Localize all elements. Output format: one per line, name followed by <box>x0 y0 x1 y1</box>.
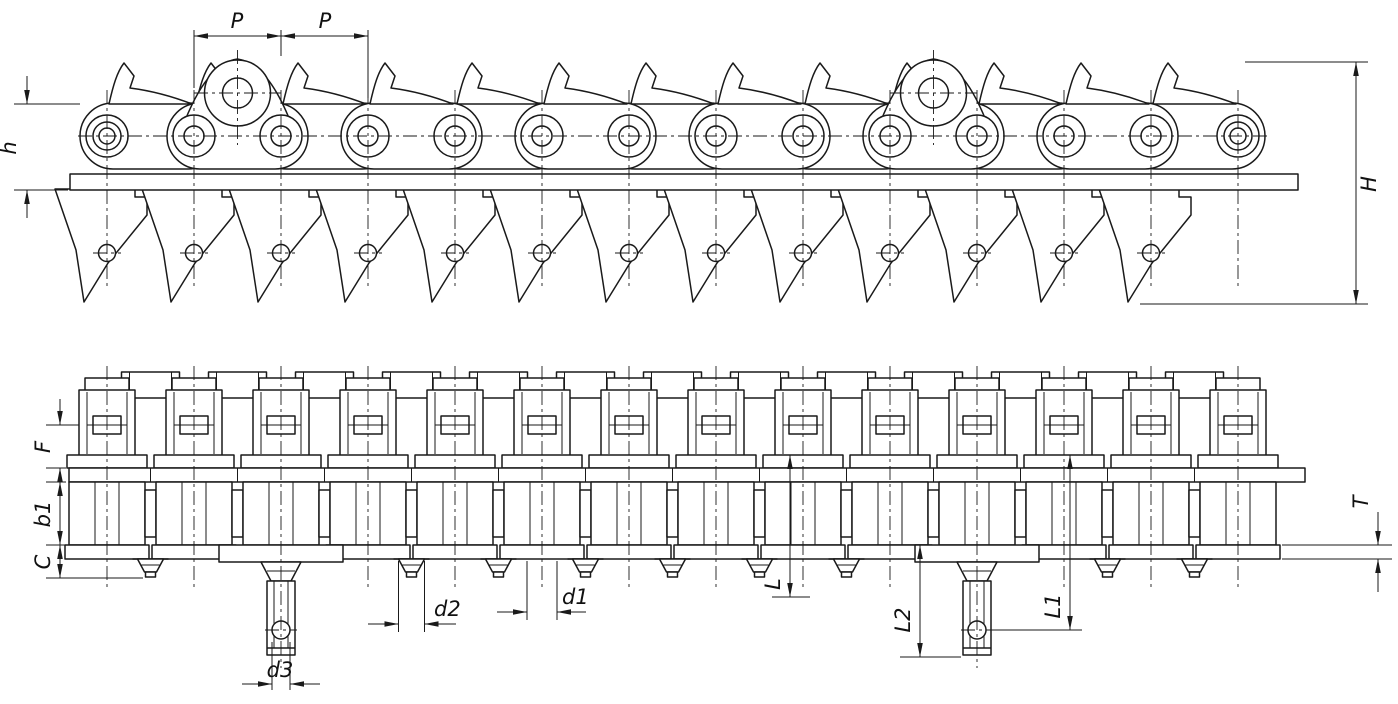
dim-overall-height: H <box>1140 61 1381 305</box>
dim-d1: d1 <box>497 561 589 620</box>
dim-label-pitch-1: P <box>231 9 244 33</box>
dim-label-T: T <box>1349 493 1373 508</box>
dim-label-F: F <box>31 440 55 453</box>
dim-d3: d3 <box>242 642 320 690</box>
dim-label-b1: b1 <box>31 501 55 528</box>
countersunk-screw <box>479 558 518 578</box>
scraper-tooth <box>402 188 496 303</box>
centerlines-side <box>78 90 1268 288</box>
centerlines-plan <box>106 366 1239 668</box>
scraper-tooth <box>1098 188 1192 303</box>
dim-d2: d2 <box>368 561 461 632</box>
dim-label-overall-height: H <box>1357 176 1381 192</box>
countersunk-screw <box>1088 558 1127 578</box>
countersunk-screw <box>653 558 692 578</box>
dim-label-d2: d2 <box>434 597 461 621</box>
scraper-tooth <box>315 188 409 303</box>
dim-C: C <box>31 545 143 579</box>
scraper-tooth <box>141 188 235 303</box>
countersunk-screw <box>566 558 605 578</box>
chain-link-underside <box>851 481 940 546</box>
chain-link-underside <box>677 481 766 546</box>
chain-link-underside <box>68 481 157 546</box>
dim-L2: L2 <box>891 545 961 658</box>
slat-joints <box>150 468 1195 482</box>
scraper-tooth <box>576 188 670 303</box>
slat-edge <box>68 467 1306 483</box>
chain-link-underside <box>764 481 853 546</box>
chain-link-underside <box>155 481 244 546</box>
scraper-tooth <box>228 188 322 303</box>
scraper-tooth <box>489 188 583 303</box>
scraper-tooth <box>1011 188 1105 303</box>
scraper-tooth <box>663 188 757 303</box>
dim-L1: L1 <box>988 455 1082 631</box>
dim-b1: b1 <box>31 481 66 546</box>
dim-label-L1: L1 <box>1041 593 1065 618</box>
chain-link-underside <box>242 481 331 546</box>
dim-label-plate-height: h <box>0 141 21 154</box>
chain-link-underside <box>503 481 592 546</box>
slat-bar <box>69 173 1299 191</box>
dim-label-d1: d1 <box>562 585 589 609</box>
dim-label-d3: d3 <box>267 658 294 682</box>
dim-label-L2: L2 <box>891 607 915 632</box>
scraper-teeth <box>54 188 1192 303</box>
chain-plates <box>79 49 1266 170</box>
dim-plate-height: h <box>0 76 80 218</box>
side-view: P P h H <box>0 9 1381 305</box>
scraper-tooth <box>54 188 148 303</box>
countersunk-screw <box>1175 558 1214 578</box>
chain-link-underside <box>938 481 1027 546</box>
chain-link-underside <box>329 481 418 546</box>
scraper-tooth <box>837 188 931 303</box>
dim-T: T <box>1282 493 1392 592</box>
countersunk-screw <box>827 558 866 578</box>
scraper-tooth <box>750 188 844 303</box>
chain-link-underside <box>1112 481 1201 546</box>
plan-view: F b1 C T d2 <box>31 366 1392 690</box>
dim-pitch: P P <box>193 9 369 98</box>
countersunk-screw <box>131 558 170 578</box>
chain-link-underside <box>590 481 679 546</box>
dim-label-pitch-2: P <box>319 9 332 33</box>
chain-links-underside <box>68 481 1277 546</box>
dim-label-C: C <box>31 554 55 569</box>
scraper-tooth <box>924 188 1018 303</box>
countersunk-screw <box>740 558 779 578</box>
dim-label-L: L <box>761 578 785 590</box>
dim-L: L <box>761 455 810 598</box>
chain-link-underside <box>416 481 505 546</box>
